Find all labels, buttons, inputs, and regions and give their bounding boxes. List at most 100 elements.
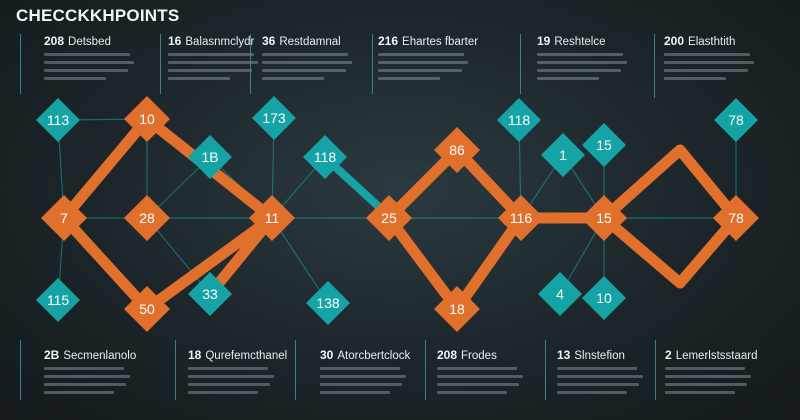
note-number: 200 bbox=[664, 34, 685, 48]
checkpoint-node-orange: 7 bbox=[41, 195, 87, 241]
node-label: 113 bbox=[47, 112, 70, 128]
connector-line bbox=[146, 217, 211, 295]
checkpoint-node-teal: 118 bbox=[303, 135, 347, 179]
text-line bbox=[188, 391, 258, 394]
note-title: Frodes bbox=[461, 350, 497, 362]
note-text-placeholder bbox=[168, 53, 280, 80]
text-line bbox=[168, 61, 258, 64]
note-title: Reshtelce bbox=[554, 36, 606, 48]
checkpoint-node-orange: 10 bbox=[124, 96, 170, 142]
node-label: 86 bbox=[449, 142, 465, 158]
checkpoint-node-teal: 10 bbox=[582, 276, 626, 320]
text-line bbox=[168, 69, 252, 72]
guide-line bbox=[250, 34, 251, 94]
note-title: Lemerlstsstaard bbox=[675, 350, 758, 362]
text-line bbox=[44, 69, 128, 72]
diamond-shape bbox=[538, 272, 582, 316]
note-number: 36 bbox=[262, 34, 276, 48]
diamond-shape bbox=[41, 195, 87, 241]
text-line bbox=[557, 383, 639, 386]
diamond-shape bbox=[582, 276, 626, 320]
node-label: 115 bbox=[47, 292, 70, 308]
checkpoint-node-orange: 116 bbox=[498, 195, 544, 241]
note-number: 216 bbox=[378, 34, 399, 48]
diamond-shape bbox=[497, 98, 541, 142]
text-line bbox=[557, 375, 643, 378]
guide-line bbox=[160, 34, 161, 94]
note-text-placeholder bbox=[557, 367, 669, 394]
note-text-placeholder bbox=[262, 53, 374, 80]
text-line bbox=[664, 53, 750, 56]
diamond-shape bbox=[252, 96, 296, 140]
checkpoint-node-orange: 86 bbox=[434, 127, 480, 173]
note-number: 13 bbox=[557, 348, 571, 362]
text-line bbox=[44, 61, 134, 64]
node-label: 10 bbox=[596, 290, 612, 306]
note-number: 30 bbox=[320, 348, 334, 362]
note-title: Detsbed bbox=[68, 36, 111, 48]
diamond-shape bbox=[434, 127, 480, 173]
checkpoint-node-teal: 33 bbox=[188, 272, 232, 316]
note-title: Balasnmclydr bbox=[185, 36, 255, 48]
diamond-shape bbox=[541, 133, 585, 177]
text-line bbox=[320, 383, 402, 386]
note-title: Atorcbertclock bbox=[337, 350, 411, 362]
checkpoint-node-orange: 78 bbox=[713, 195, 759, 241]
diamond-shape bbox=[582, 123, 626, 167]
guide-line bbox=[545, 340, 546, 400]
guide-line bbox=[20, 34, 21, 94]
diamond-shape bbox=[434, 286, 480, 332]
text-line bbox=[378, 53, 464, 56]
note-number: 208 bbox=[437, 348, 458, 362]
note-text-placeholder bbox=[320, 367, 432, 394]
node-label: 1 bbox=[559, 147, 567, 163]
diamond-shape bbox=[188, 135, 232, 179]
node-label: 25 bbox=[381, 210, 397, 226]
checkpoint-node-teal: 173 bbox=[252, 96, 296, 140]
node-label: 18 bbox=[449, 301, 465, 317]
node-label: 78 bbox=[728, 210, 744, 226]
text-line bbox=[665, 383, 747, 386]
text-line bbox=[378, 61, 468, 64]
connector-line bbox=[271, 217, 329, 304]
checkpoint-node-orange: 50 bbox=[124, 286, 170, 332]
text-line bbox=[44, 391, 114, 394]
text-line bbox=[437, 375, 523, 378]
node-label: 138 bbox=[316, 295, 340, 311]
text-line bbox=[44, 77, 106, 80]
diamond-shape bbox=[249, 195, 295, 241]
note-number: 2B bbox=[44, 348, 60, 362]
note-title: Restdamnal bbox=[279, 36, 341, 48]
text-line bbox=[557, 391, 627, 394]
text-line bbox=[537, 77, 599, 80]
diamond-shape bbox=[713, 195, 759, 241]
diamond-shape bbox=[124, 195, 170, 241]
diamond-shape bbox=[714, 98, 758, 142]
guide-line bbox=[425, 340, 426, 400]
checkpoint-node-teal: 118 bbox=[497, 98, 541, 142]
text-line bbox=[44, 53, 130, 56]
checkpoint-node-teal: 113 bbox=[36, 98, 80, 142]
checkpoint-node-orange: 25 bbox=[366, 195, 412, 241]
node-label: 116 bbox=[510, 210, 533, 226]
text-line bbox=[665, 391, 735, 394]
checkpoint-node-orange: 28 bbox=[124, 195, 170, 241]
checkpoint-node-teal: 1B bbox=[188, 135, 232, 179]
route-path bbox=[383, 144, 527, 315]
note-text-placeholder bbox=[44, 53, 156, 80]
node-label: 33 bbox=[202, 286, 218, 302]
note-title: Slnstefion bbox=[574, 350, 625, 362]
diamond-shape bbox=[188, 272, 232, 316]
note-number: 16 bbox=[168, 34, 182, 48]
